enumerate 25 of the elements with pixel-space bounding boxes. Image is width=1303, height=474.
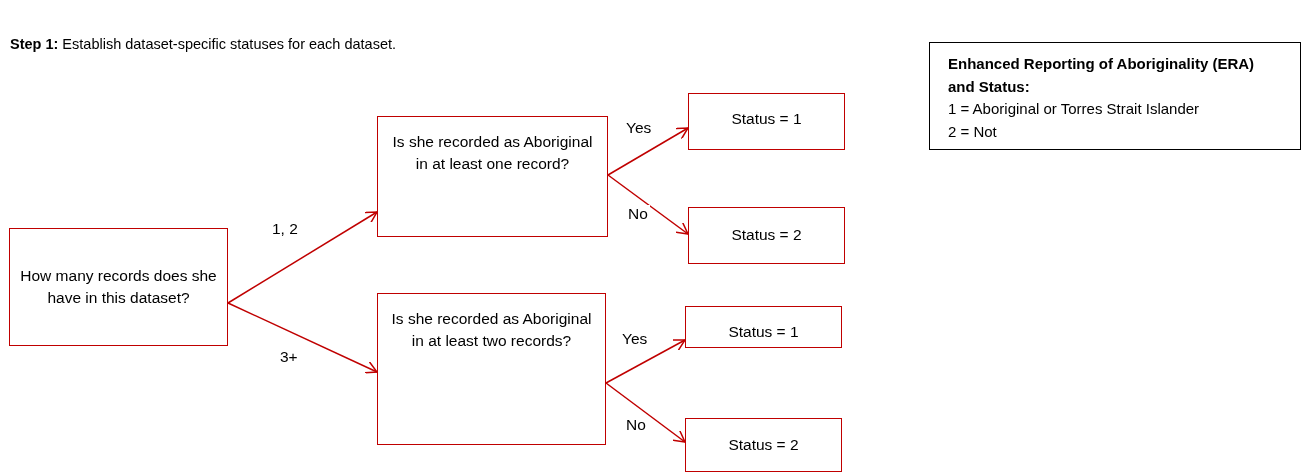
process-box <box>377 116 608 237</box>
node-text: Status = 1 <box>728 322 799 342</box>
legend-box <box>929 42 1301 150</box>
process-box <box>377 293 606 445</box>
node-text: How many records does she have in this dataset? <box>20 265 217 308</box>
node-text: Status = 2 <box>728 434 799 455</box>
process-box <box>688 207 845 264</box>
node-text: Status = 2 <box>731 225 802 246</box>
node-text: Status = 1 <box>731 109 802 129</box>
process-box <box>688 93 845 150</box>
arrow <box>607 174 689 235</box>
arrow <box>607 127 689 176</box>
process-box <box>9 228 228 346</box>
legend-entry: 1 = Aboriginal or Torres Strait Islander <box>948 99 1201 119</box>
arrow <box>227 302 378 374</box>
arrow <box>605 382 686 443</box>
legend-title: Enhanced Reporting of Aboriginality (ERA) and Status: <box>948 54 1256 97</box>
node-text: Is she recorded as Aboriginal in at least two records? <box>390 309 593 352</box>
step-note: Step 1: Establish dataset-specific statuses for each dataset. <box>10 36 397 52</box>
legend-entry: 2 = Not <box>948 121 998 142</box>
arrow <box>227 211 378 304</box>
arrow <box>605 339 686 384</box>
process-box <box>685 306 842 348</box>
process-box <box>685 418 842 472</box>
node-text: Is she recorded as Aboriginal in at least one record? <box>391 132 594 175</box>
